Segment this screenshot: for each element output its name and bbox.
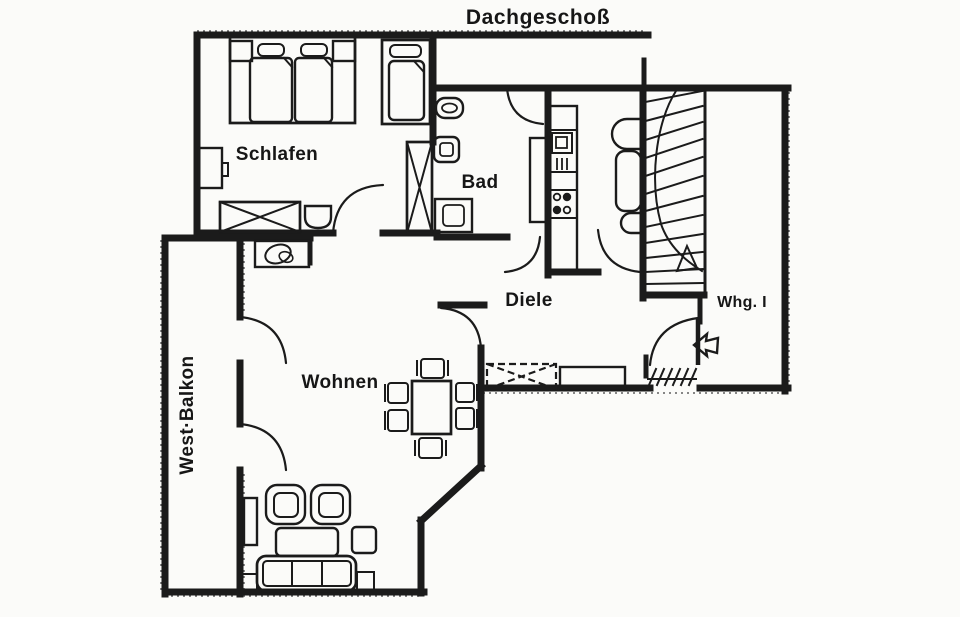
entrance-arrow-icon — [692, 331, 720, 360]
tall-wardrobe — [405, 140, 434, 235]
bedroom-furniture — [197, 35, 434, 235]
armchair — [309, 483, 352, 526]
coffee-table — [274, 526, 340, 558]
entrance-door-arc — [648, 316, 700, 367]
entrance — [647, 331, 720, 387]
plant-table — [253, 239, 311, 269]
living-set — [240, 483, 378, 593]
side-stool — [240, 573, 258, 592]
page-title: Dachgeschoß — [466, 6, 610, 29]
bath-cabinet — [528, 136, 551, 224]
room-label-wohnen: Wohnen — [302, 372, 379, 393]
dining-chair — [455, 382, 478, 403]
dining-chair — [384, 382, 409, 404]
room-label-bad: Bad — [461, 172, 498, 193]
bathroom-fixtures — [432, 96, 551, 234]
basin-chair-icon — [303, 204, 333, 230]
plant-icon — [264, 243, 292, 265]
threshold-hatch-icon — [647, 367, 698, 387]
shelf — [242, 496, 259, 547]
walls — [161, 31, 792, 598]
toilet-icon — [434, 96, 465, 120]
armchair — [264, 483, 307, 526]
sofa — [255, 554, 358, 593]
kitchen-sink-icon — [551, 132, 573, 170]
room-label-diele: Diele — [505, 290, 552, 311]
staircase — [644, 89, 704, 286]
dining-chair — [416, 358, 449, 379]
stair-direction-arrow-icon — [675, 243, 699, 273]
kitchen-door-arc — [596, 228, 642, 274]
stove-icon — [552, 192, 572, 215]
dining-set — [384, 358, 478, 459]
sideboard — [558, 365, 627, 390]
shower-icon — [433, 197, 474, 234]
stair-walk-line — [654, 89, 704, 273]
room-label-west-balkon: West·Balkon — [177, 355, 198, 474]
labels: Dachgeschoß Schlafen Bad Diele Wohnen We… — [177, 6, 767, 475]
sink-icon — [432, 135, 461, 164]
room-label-whg1: Whg. I — [717, 294, 767, 311]
side-stool — [356, 571, 375, 591]
wall-hatch-texture — [160, 30, 790, 597]
dining-chair — [455, 407, 478, 430]
dining-chair — [384, 409, 409, 432]
radiator — [197, 146, 229, 190]
small-toilet-icon — [619, 211, 643, 235]
kitchen-unit — [547, 104, 643, 272]
double-bed — [228, 35, 357, 125]
schlafen-door-arc — [331, 183, 385, 235]
balcony-door-arc-1 — [238, 315, 288, 365]
wohnen-door-arc — [439, 306, 483, 350]
hall-furniture — [485, 362, 627, 391]
washbasin-icon — [610, 117, 643, 151]
single-bed — [380, 38, 432, 126]
dining-table — [410, 379, 453, 436]
room-label-schlafen: Schlafen — [236, 144, 318, 165]
hall-wardrobe-dashed — [485, 362, 558, 391]
bad-top-door-arc — [505, 86, 545, 126]
bathtub-icon — [614, 149, 643, 213]
wardrobe — [218, 200, 302, 234]
balcony-door-arc-2 — [238, 422, 288, 472]
side-table — [350, 525, 378, 555]
bad-door-arc — [503, 235, 542, 274]
dining-chair — [414, 437, 447, 459]
